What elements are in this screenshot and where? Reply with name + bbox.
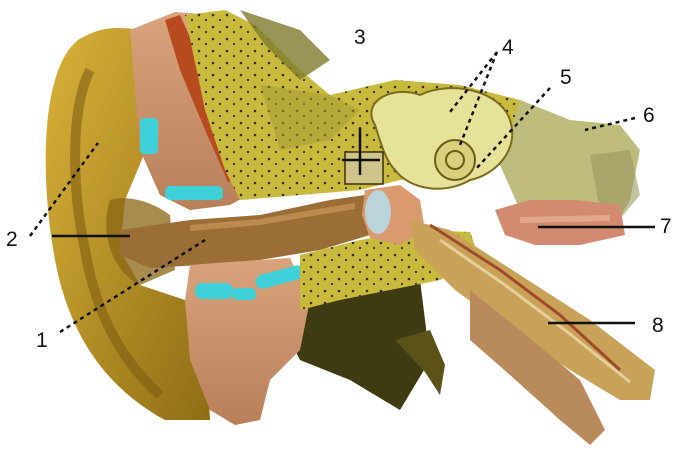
- eardrum: [365, 190, 391, 234]
- label-4: 4: [502, 36, 514, 59]
- label-3: 3: [354, 26, 366, 49]
- label-5: 5: [560, 66, 572, 89]
- cochlea: [435, 140, 475, 180]
- auditory-nerve: [495, 200, 625, 245]
- label-2: 2: [6, 228, 18, 251]
- ossicle-block: [345, 152, 383, 184]
- cartilage-patch-3: [195, 283, 233, 299]
- cartilage-patch-5: [232, 288, 256, 300]
- auditory-nerve-highlight: [520, 218, 610, 220]
- label-7: 7: [660, 215, 672, 238]
- label-1: 1: [36, 329, 48, 352]
- label-8: 8: [652, 314, 664, 337]
- label-6: 6: [643, 104, 655, 127]
- cartilage-patch-1: [140, 118, 158, 154]
- cartilage-patch-2: [165, 186, 223, 200]
